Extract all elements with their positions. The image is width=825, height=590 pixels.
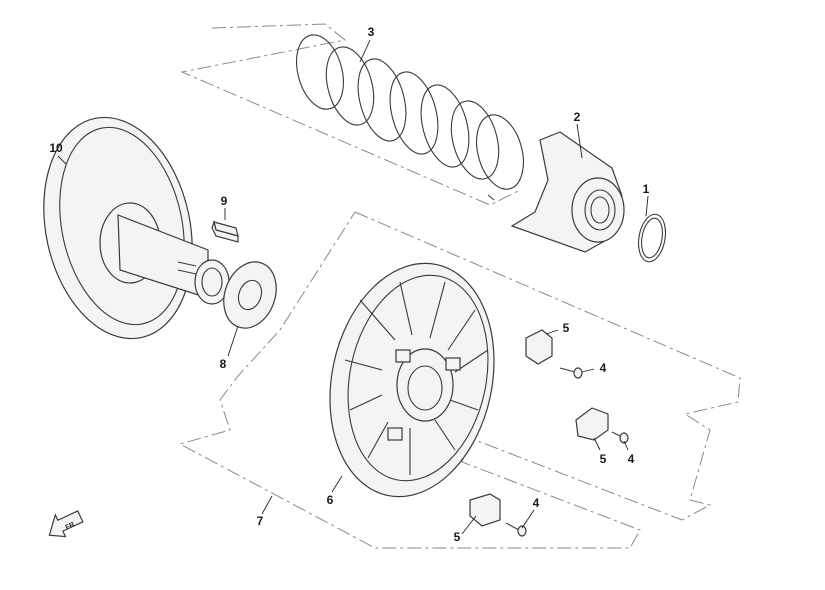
callout-5-c: 5 [454, 530, 461, 544]
screw-part-c [505, 522, 527, 537]
fixed-sheave-part [43, 116, 230, 340]
key-part [211, 219, 239, 243]
washer-part [223, 261, 277, 329]
screw-part-b [611, 431, 629, 444]
callout-2: 2 [574, 110, 581, 124]
slider-part-a [525, 329, 553, 365]
callout-1: 1 [643, 182, 650, 196]
slider-part-b [575, 407, 609, 441]
slider-part-c [469, 493, 501, 527]
assembly-boundary-upper [180, 23, 521, 206]
callout-7: 7 [257, 514, 264, 528]
movable-sheave-part [329, 262, 495, 498]
callout-5-b: 5 [600, 452, 607, 466]
callout-4-b: 4 [628, 452, 635, 466]
callout-8: 8 [220, 357, 227, 371]
callout-10: 10 [49, 141, 63, 155]
callout-4-a: 4 [600, 361, 607, 375]
assembly-boundary-lower [178, 211, 741, 549]
callout-3: 3 [368, 25, 375, 39]
snap-ring-part [637, 213, 667, 263]
front-marker-label: FR [64, 521, 75, 531]
spring-part [296, 34, 524, 201]
front-direction-arrow-icon: FR [48, 510, 84, 538]
callout-6: 6 [327, 493, 334, 507]
screw-part-a [559, 367, 583, 379]
callout-9: 9 [221, 194, 228, 208]
callout-4-c: 4 [533, 496, 540, 510]
leader-lines [57, 39, 649, 535]
spider-part [510, 131, 625, 253]
callout-5-a: 5 [563, 321, 570, 335]
